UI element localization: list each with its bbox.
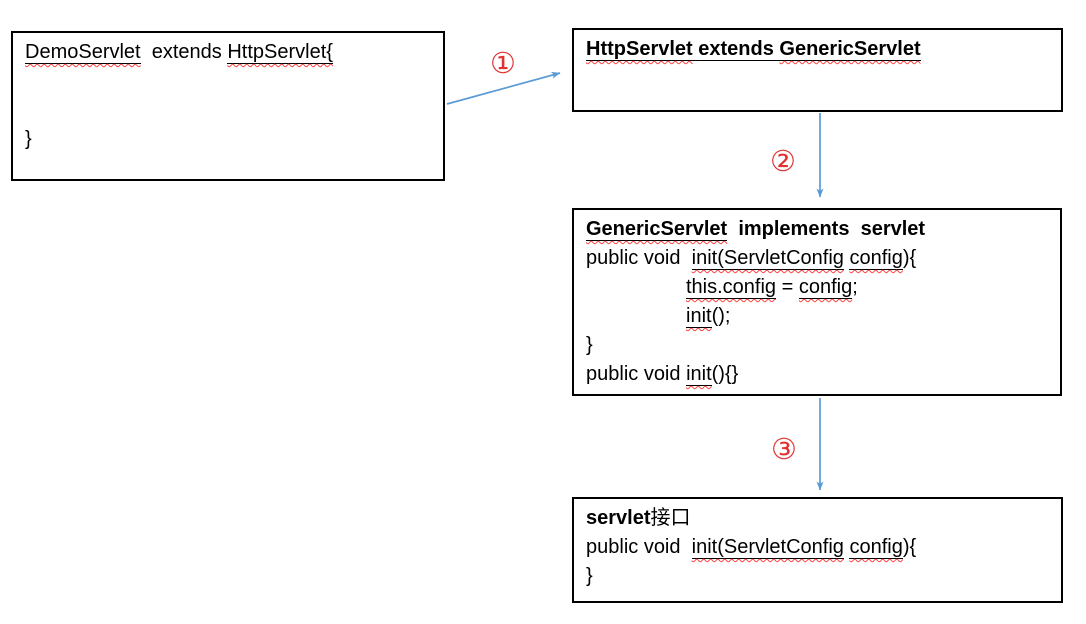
code-line: public void init(ServletConfig config){ [586, 533, 1049, 562]
code-token: GenericServlet [586, 218, 728, 241]
code-token: 接口 [650, 507, 691, 529]
code-line: public void init(){} [586, 360, 1048, 389]
code-token: public void [586, 247, 692, 269]
code-token: public void [586, 363, 687, 385]
code-line: servlet接口 [586, 504, 1049, 533]
code-token: this.config [686, 276, 777, 299]
class-box-demoservlet: DemoServlet extends HttpServlet{ } [11, 31, 445, 181]
code-token: HttpServlet [586, 38, 693, 61]
class-box-httpservlet: HttpServlet extends GenericServlet [572, 28, 1063, 112]
step-label-3: ③ [771, 432, 797, 466]
code-line: DemoServlet extends HttpServlet{ [25, 38, 431, 67]
code-token: servlet [586, 507, 651, 529]
code-token: init [686, 363, 712, 386]
step-label-1: ① [490, 46, 516, 80]
code-token: extends [692, 38, 780, 61]
code-token: ){ [902, 247, 917, 269]
code-line: } [586, 331, 1048, 360]
code-token: = [776, 276, 799, 298]
code-token: init [686, 305, 712, 328]
code-token: public void [586, 536, 692, 558]
code-token: DemoServlet [25, 41, 141, 64]
code-token: init(ServletConfig [691, 536, 844, 559]
code-line: HttpServlet extends GenericServlet [586, 35, 1049, 64]
code-line: public void init(ServletConfig config){ [586, 244, 1048, 273]
code-token: config [849, 247, 903, 270]
code-token: extends [140, 41, 228, 63]
code-line [25, 96, 431, 125]
step-label-2: ② [770, 144, 796, 178]
code-line [25, 67, 431, 96]
code-token: } [25, 128, 32, 150]
code-token: (); [711, 305, 731, 327]
code-token: HttpServlet{ [227, 41, 333, 64]
code-token: GenericServlet [779, 38, 921, 61]
code-token: init(ServletConfig [691, 247, 844, 270]
code-token: config [849, 536, 903, 559]
code-line: this.config = config; [586, 273, 1048, 302]
code-token: implements servlet [727, 218, 926, 240]
code-line: GenericServlet implements servlet [586, 215, 1048, 244]
code-token: (){} [711, 363, 739, 385]
code-line: init(); [586, 302, 1048, 331]
code-token: ){ [902, 536, 917, 558]
code-token: } [586, 565, 593, 587]
code-line: } [25, 125, 431, 154]
code-token: ; [852, 276, 858, 298]
code-token: } [586, 334, 593, 356]
code-line: } [586, 562, 1049, 591]
code-token: config [798, 276, 853, 299]
